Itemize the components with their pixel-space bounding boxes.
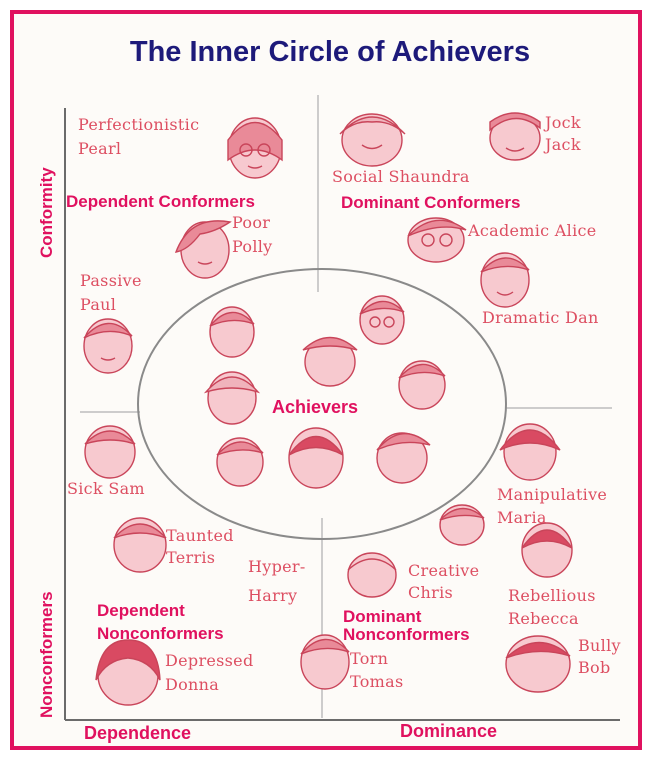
label-poor: Poor — [232, 213, 271, 232]
face-rebellious-rebecca — [521, 522, 573, 578]
label-rebecca: Rebecca — [508, 609, 579, 628]
label-maria: Maria — [497, 508, 547, 527]
diagram-title: The Inner Circle of Achievers — [129, 36, 531, 68]
label-manipulative: Manipulative — [497, 485, 608, 504]
face-depressed-donna — [95, 639, 161, 706]
face-achiever-8 — [376, 432, 431, 484]
face-creative-chris — [347, 552, 397, 598]
face-achiever-4 — [398, 360, 446, 410]
face-perfectionistic-pearl — [227, 117, 283, 179]
label-academic-alice: Academic Alice — [468, 221, 597, 240]
axis-label-dependence: Dependence — [84, 723, 192, 743]
label-terris: Terris — [166, 548, 216, 567]
label-creative: Creative — [408, 561, 480, 580]
label-hyper: Hyper- — [248, 557, 306, 576]
axis-label-dominance: Dominance — [400, 721, 498, 741]
label-torn: Torn — [350, 649, 389, 668]
label-chris: Chris — [408, 583, 454, 602]
face-jock-jack — [489, 112, 541, 161]
label-taunted: Taunted — [166, 526, 234, 545]
face-achiever-6 — [216, 437, 264, 487]
label-passive: Passive — [80, 271, 142, 290]
axis-label-conformity: Conformity — [37, 167, 56, 258]
label-sick-sam: Sick Sam — [67, 479, 145, 498]
quadrant-dependent-conformers: Dependent Conformers — [66, 192, 255, 211]
face-bully-bob — [505, 635, 571, 693]
label-polly: Polly — [232, 237, 273, 256]
face-achiever-2 — [359, 295, 405, 345]
face-poor-polly — [174, 220, 232, 279]
label-paul: Paul — [80, 295, 117, 314]
face-dramatic-dan — [480, 252, 530, 308]
face-academic-alice — [407, 217, 467, 263]
face-torn-tomas — [300, 634, 350, 690]
face-achiever-7 — [288, 427, 344, 489]
quadrant-dependent-nonconformers-line2: Nonconformers — [97, 624, 224, 643]
quadrant-dominant-nonconformers-line1: Dominant — [343, 607, 422, 626]
face-manipulative-maria — [499, 423, 561, 481]
label-harry: Harry — [248, 586, 298, 605]
face-achiever-3 — [302, 336, 358, 387]
label-jack: Jack — [545, 135, 581, 154]
face-taunted-terris — [113, 517, 167, 573]
face-dominant-nonconformer — [439, 504, 485, 546]
face-passive-paul — [83, 318, 133, 374]
quadrant-dominant-nonconformers-line2: Nonconformers — [343, 625, 470, 644]
quadrant-dominant-conformers: Dominant Conformers — [341, 193, 521, 212]
label-pearl: Pearl — [78, 139, 122, 158]
label-dramatic-dan: Dramatic Dan — [482, 308, 599, 327]
label-donna: Donna — [165, 675, 220, 694]
label-bob: Bob — [578, 658, 611, 677]
face-social-shaundra — [339, 113, 406, 167]
face-achiever-1 — [209, 306, 255, 358]
axis-label-nonconformers: Nonconformers — [37, 591, 56, 718]
label-bully: Bully — [578, 636, 621, 655]
label-tomas: Tomas — [350, 672, 404, 691]
label-jock: Jock — [545, 113, 581, 132]
achievers-circle — [137, 268, 507, 540]
center-label-achievers: Achievers — [272, 397, 359, 417]
label-social-shaundra: Social Shaundra — [332, 167, 470, 186]
face-sick-sam — [84, 425, 136, 479]
face-achiever-5 — [203, 371, 261, 425]
label-depressed: Depressed — [165, 651, 254, 670]
label-perfectionistic: Perfectionistic — [78, 115, 200, 134]
label-rebellious: Rebellious — [508, 586, 596, 605]
quadrant-dependent-nonconformers-line1: Dependent — [97, 601, 185, 620]
